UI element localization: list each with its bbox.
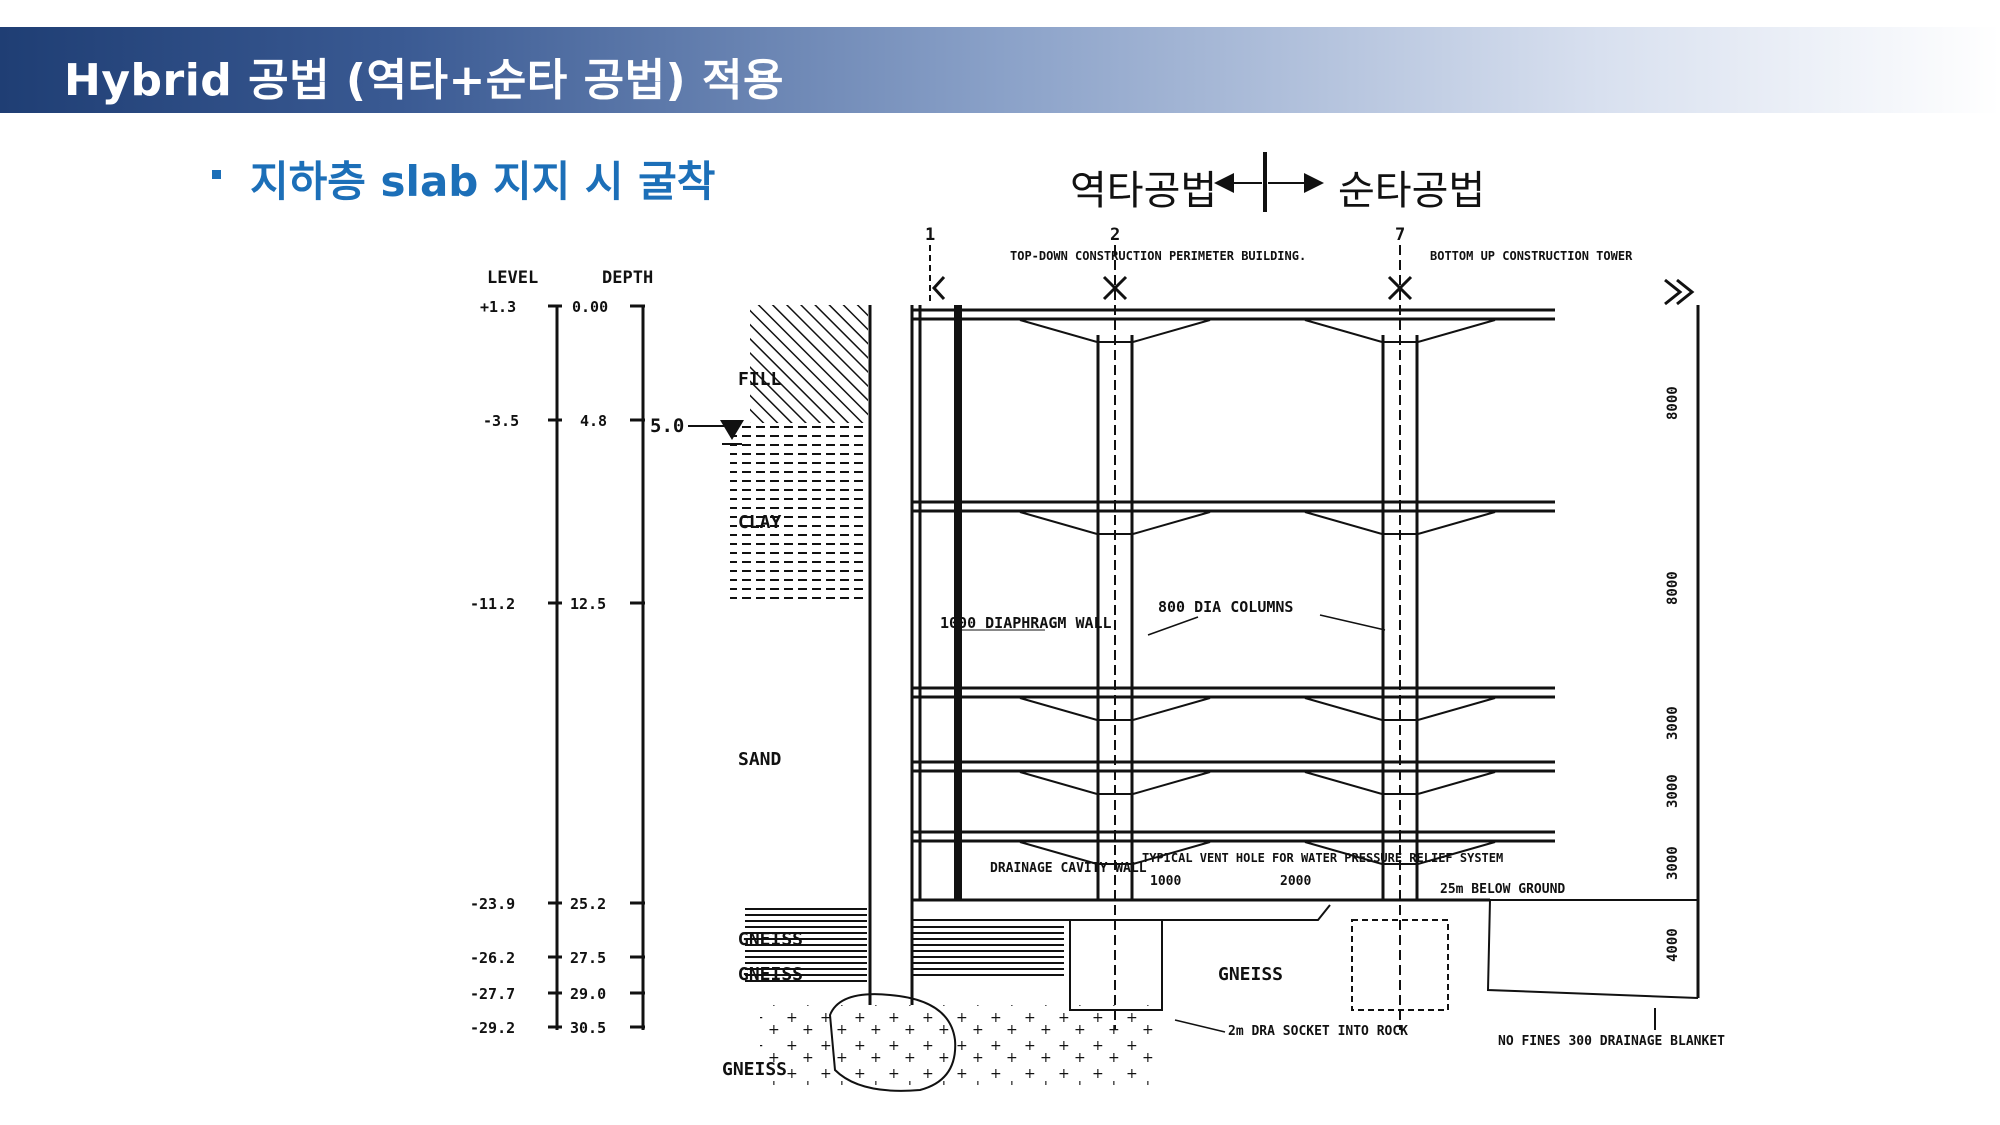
level-header: LEVEL: [487, 268, 538, 288]
gneiss-layer: [745, 905, 867, 985]
depth-marks: 0.00 4.8 12.5 25.2 27.5 29.0 30.5: [570, 298, 645, 1037]
svg-text:29.0: 29.0: [570, 985, 606, 1003]
svg-text:-11.2: -11.2: [470, 595, 515, 613]
page-title: Hybrid 공법 (역타+순타 공법) 적용: [64, 55, 784, 106]
level-mark: -23.9: [470, 895, 562, 913]
level-mark: +1.3: [480, 298, 562, 316]
svg-text:-27.7: -27.7: [470, 985, 515, 1003]
svg-text:4.8: 4.8: [580, 412, 607, 430]
dim-label: 3000: [1665, 846, 1681, 880]
level-mark: -3.5: [483, 412, 562, 430]
soil-label-gneiss-1: GNEISS: [738, 929, 803, 950]
annotation-dim-1000: 1000: [1150, 874, 1181, 889]
level-mark: -11.2: [470, 595, 562, 613]
annotation-dim-2000: 2000: [1280, 874, 1311, 889]
svg-text:25.2: 25.2: [570, 895, 606, 913]
right-dimension-labels: 8000 8000 3000 3000 3000 4000: [1665, 386, 1681, 962]
floor-slab: [912, 686, 1555, 721]
svg-text:30.5: 30.5: [570, 1019, 606, 1037]
level-mark: -26.2: [470, 949, 562, 967]
dim-label: 4000: [1665, 928, 1681, 962]
diaphragm-wall: [868, 305, 962, 1005]
annotation-socket: 2m DRA SOCKET INTO ROCK: [1228, 1024, 1408, 1039]
header-bar: [0, 27, 2000, 113]
depth-mark: 4.8: [580, 412, 645, 430]
top-down-method-label: 역타공법: [1070, 168, 1218, 214]
gridline-7-note: BOTTOM UP CONSTRUCTION TOWER: [1430, 249, 1633, 263]
slabs: [912, 308, 1555, 865]
drainage-blanket: [1486, 899, 1699, 999]
level-marks: +1.3 -3.5 -11.2 -23.9 -26.2 -27.7 -29.2: [470, 298, 562, 1037]
water-level-marker: 5.0: [650, 415, 744, 445]
gridline-2-note: TOP-DOWN CONSTRUCTION PERIMETER BUILDING…: [1010, 249, 1306, 263]
annotation-gneiss-base: GNEISS: [1218, 964, 1283, 985]
floor-slab: [912, 830, 1555, 865]
annotation-blanket: NO FINES 300 DRAINAGE BLANKET: [1498, 1034, 1725, 1049]
bottom-up-method-label: 순타공법: [1338, 168, 1486, 214]
soil-label-gneiss-2: GNEISS: [738, 964, 803, 985]
floor-slab: [912, 760, 1555, 795]
svg-text:5.0: 5.0: [650, 415, 684, 437]
depth-mark: 29.0: [570, 985, 645, 1003]
column-grid-7: [1381, 335, 1419, 900]
level-mark: -27.7: [470, 985, 562, 1003]
depth-mark: 30.5: [570, 1019, 645, 1037]
svg-text:-29.2: -29.2: [470, 1019, 515, 1037]
soil-label-clay: CLAY: [738, 512, 782, 533]
level-mark: -29.2: [470, 1019, 562, 1037]
socket-foundation-7: [1351, 919, 1449, 1011]
socket-foundation-2: [1069, 919, 1163, 1011]
gneiss-layer-inner: [912, 925, 1064, 980]
column-grid-2: [1096, 335, 1134, 900]
soil-label-sand: SAND: [738, 749, 782, 770]
svg-text:7: 7: [1395, 225, 1405, 245]
break-arrow-icon: [1664, 278, 1695, 306]
annotation-drainage: DRAINAGE CAVITY WALL: [990, 861, 1147, 876]
svg-text:-26.2: -26.2: [470, 949, 515, 967]
svg-text:2: 2: [1110, 225, 1120, 245]
diaphragm-wall-toe: [828, 993, 957, 1092]
svg-text:12.5: 12.5: [570, 595, 606, 613]
fill-layer: [750, 305, 868, 423]
soil-label-fill: FILL: [738, 369, 782, 390]
base-slab: [912, 898, 1699, 1011]
soil-label-gneiss-3: GNEISS: [722, 1059, 787, 1080]
svg-text:-23.9: -23.9: [470, 895, 515, 913]
floor-slab: [912, 500, 1555, 535]
depth-mark: 25.2: [570, 895, 645, 913]
depth-mark: 12.5: [570, 595, 645, 613]
clay-layer: [730, 425, 868, 605]
svg-text:1: 1: [925, 225, 935, 245]
annotation-diaphragm-wall: 1000 DIAPHRAGM WALL: [940, 614, 1112, 632]
annotation-columns: 800 DIA COLUMNS: [1158, 598, 1293, 616]
svg-text:0.00: 0.00: [572, 298, 608, 316]
dim-label: 3000: [1665, 774, 1681, 808]
floor-slab: [912, 308, 1555, 343]
gridline-7: 7 BOTTOM UP CONSTRUCTION TOWER: [1387, 225, 1633, 1030]
depth-mark: 0.00: [572, 298, 645, 316]
dim-label: 8000: [1665, 386, 1681, 420]
depth-header: DEPTH: [602, 268, 653, 288]
dim-label: 8000: [1665, 571, 1681, 605]
gridline-1: 1: [925, 225, 946, 305]
depth-mark: 27.5: [570, 949, 645, 967]
svg-text:27.5: 27.5: [570, 949, 606, 967]
dim-label: 3000: [1665, 706, 1681, 740]
gneiss-rock-base: [760, 1005, 1160, 1085]
annotation-vent-hole: TYPICAL VENT HOLE FOR WATER PRESSURE REL…: [1142, 851, 1503, 865]
section-subtitle: 지하층 slab 지지 시 굴착: [250, 157, 716, 206]
svg-text:-3.5: -3.5: [483, 412, 519, 430]
svg-text:+1.3: +1.3: [480, 298, 516, 316]
bullet-icon: [212, 170, 221, 179]
annotation-below-ground: 25m BELOW GROUND: [1440, 882, 1565, 897]
